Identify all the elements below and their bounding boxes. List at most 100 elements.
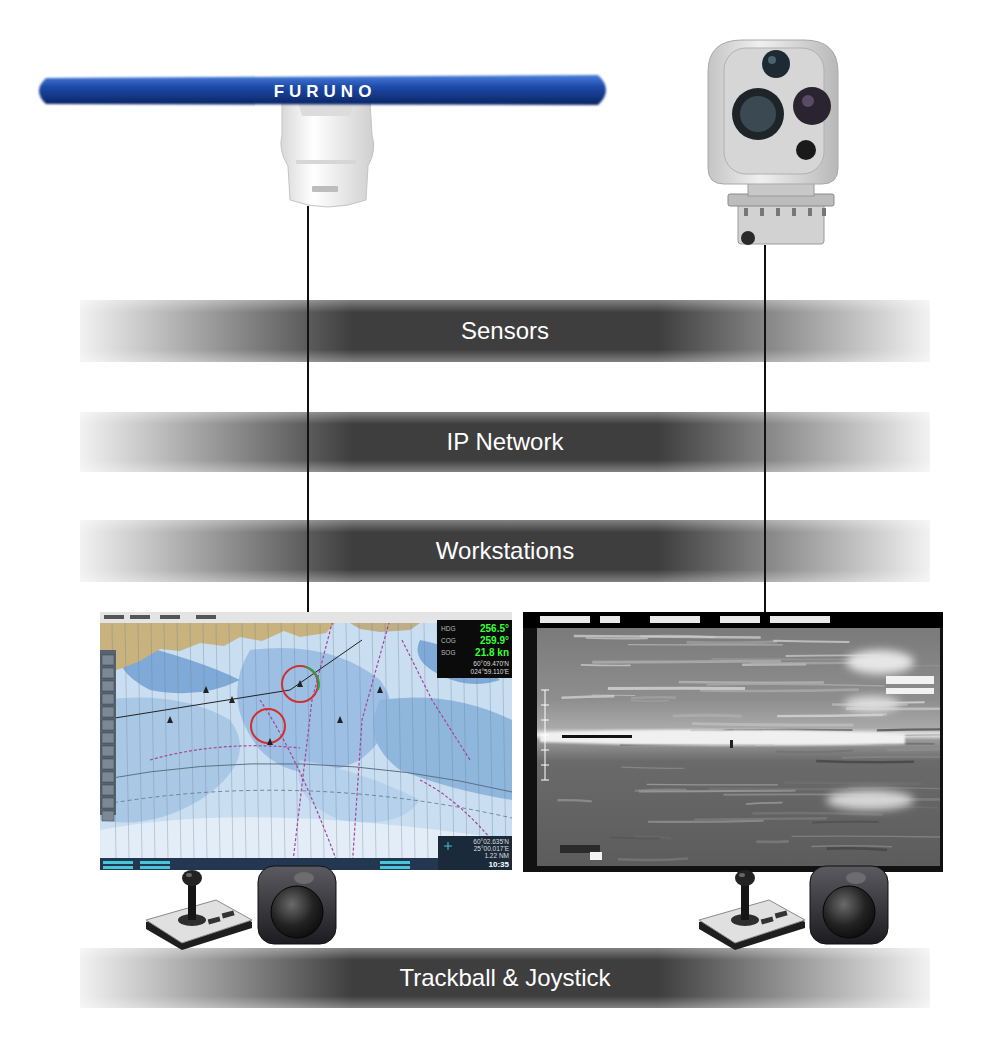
- chart-grid-line: [268, 623, 272, 858]
- joystick-button: [208, 917, 221, 925]
- status-item: [140, 866, 170, 869]
- lens-glint: [802, 95, 814, 107]
- band-fill: [80, 948, 930, 1008]
- thermal-streak: [628, 644, 783, 646]
- menu-item: [160, 615, 180, 619]
- video-top-bar: [523, 612, 943, 628]
- thermal-streak: [648, 821, 764, 822]
- osd-tick: [541, 765, 549, 766]
- chart-grid-line: [151, 623, 155, 858]
- vessel-symbol: [267, 738, 273, 745]
- target-circle: [282, 666, 318, 702]
- thermal-streak: [608, 687, 745, 690]
- tool-button: [102, 681, 114, 691]
- band-label: IP Network: [447, 428, 564, 457]
- traffic-lane: [352, 612, 392, 870]
- data-caption: COG: [441, 638, 456, 645]
- brand-name: FURUNO: [274, 83, 377, 100]
- joystick-button: [222, 911, 235, 919]
- traffic-lane: [260, 700, 340, 870]
- layer-band: IP Network: [80, 412, 930, 472]
- camera-bolt: [744, 208, 748, 216]
- joystick-button: [761, 917, 774, 925]
- vessel-symbol: [337, 716, 343, 723]
- cursor-data-box: [438, 836, 512, 870]
- thermal-streak: [776, 751, 853, 753]
- vessel-symbol: [229, 696, 235, 703]
- thermal-streak: [562, 696, 615, 697]
- position-value: 60°09.470'N: [473, 661, 509, 668]
- label-anchor: 60°09.470'N: [473, 661, 509, 668]
- chart-depth-area: [100, 817, 512, 870]
- thermal-streak: [887, 748, 940, 751]
- thermal-streak: [811, 846, 892, 847]
- osd-tick: [541, 750, 549, 751]
- status-item: [380, 861, 410, 864]
- chart-grid-line: [203, 623, 207, 858]
- camera-lens: [793, 87, 831, 125]
- label-anchor: 60°02.635'N: [473, 839, 509, 846]
- thermal-streak: [618, 858, 688, 860]
- thermal-streak: [586, 637, 648, 639]
- thermal-streak: [773, 641, 849, 642]
- lens-glint: [768, 56, 776, 64]
- thermal-streak: [574, 636, 761, 637]
- thermal-streak: [692, 724, 853, 725]
- thermal-streak: [792, 836, 940, 837]
- radar-pedestal: [281, 102, 374, 207]
- thermal-streak: [847, 788, 940, 790]
- trackball: [258, 866, 336, 944]
- label-anchor: FURUNO: [274, 83, 377, 100]
- clock-value: 10:35: [489, 861, 509, 869]
- layer-band: Trackball & Joystick: [80, 948, 930, 1008]
- label-anchor: 1.22 NM: [484, 853, 509, 860]
- thermal-streak: [687, 642, 777, 643]
- label-anchor: COG: [441, 638, 456, 645]
- horizon-object: [562, 735, 632, 738]
- lens-glass: [740, 96, 776, 132]
- trackball-ball: [823, 886, 875, 938]
- trackball-body: [258, 866, 336, 944]
- thermal-streak: [777, 715, 886, 716]
- cursor-value: 60°02.635'N: [473, 839, 509, 846]
- cursor-value: 25°00.017'E: [474, 846, 509, 853]
- thermal-streak: [631, 696, 676, 700]
- joystick-knob: [182, 870, 202, 886]
- nav-data-box: [437, 620, 512, 678]
- radar-antenna: [39, 75, 606, 207]
- status-item: [380, 866, 410, 869]
- chart-grid-line: [125, 623, 129, 858]
- camera-gimbal: [708, 40, 838, 245]
- thermal-streak: [750, 861, 918, 862]
- label-anchor: 259.9°: [480, 636, 509, 646]
- tool-button: [102, 811, 114, 821]
- status-item: [103, 861, 133, 864]
- camera-base: [738, 200, 824, 244]
- label-anchor: 25°00.017'E: [474, 846, 509, 853]
- video-screen-frame: [523, 612, 943, 872]
- chart-grid-line: [242, 623, 246, 858]
- osd-item: [540, 616, 590, 623]
- chart-grid-line: [138, 623, 142, 858]
- thermal-hotspot: [846, 650, 914, 674]
- chart-water: [100, 612, 512, 870]
- tool-button: [102, 720, 114, 730]
- camera-bolt: [776, 208, 780, 216]
- status-item: [140, 861, 170, 864]
- target-circle: [251, 709, 285, 743]
- chart-grid-line: [372, 623, 376, 858]
- radar-seam: [296, 160, 356, 164]
- menu-item: [196, 615, 216, 619]
- chart-grid-line: [424, 623, 428, 858]
- thermal-streak: [707, 684, 885, 686]
- chart-parallel: [100, 790, 512, 818]
- heading-value: 256.5°: [480, 624, 509, 634]
- tool-button: [102, 759, 114, 769]
- camera-lens: [796, 140, 816, 160]
- tool-button: [102, 655, 114, 665]
- joystick-top: [146, 900, 252, 943]
- thermal-streak: [877, 729, 940, 730]
- thermal-streak: [883, 714, 940, 717]
- thermal-streak: [679, 681, 824, 684]
- radar-plate: [312, 186, 338, 192]
